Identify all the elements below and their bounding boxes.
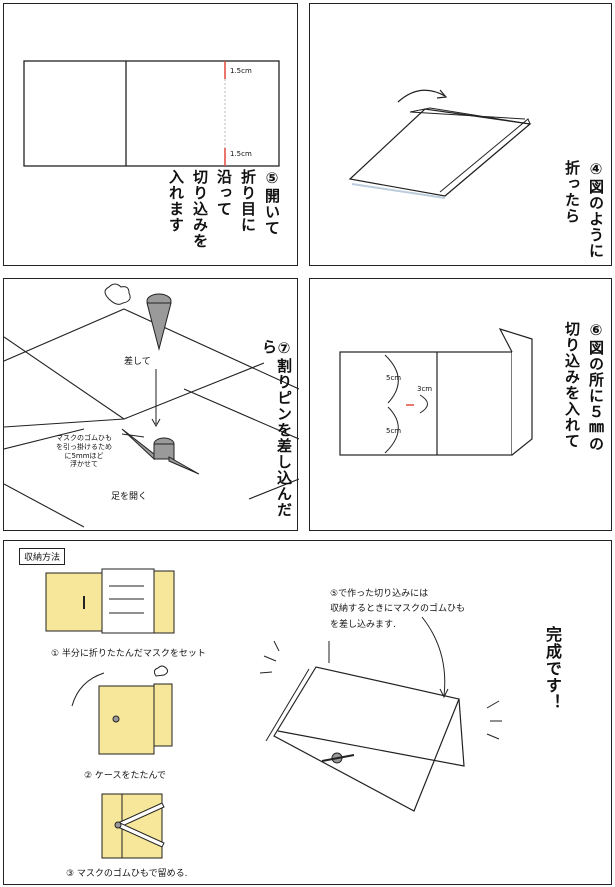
pin-insertion-drawing [4, 283, 299, 528]
storage-method-title: 収納方法 [19, 548, 66, 565]
panel-step-5: 1.5cm 1.5cm ⑤開いて 折り目に 沿って 切り込みを 入れます [3, 3, 298, 266]
storage-steps-drawing [45, 568, 502, 859]
cut-length-label: 1.5cm [230, 150, 252, 158]
step-text-column: ⑥図の所に５㎜の [587, 321, 605, 452]
notch-note: ⑤で作った切り込みには 収納するときにマスクのゴムひも を差し込みます. [330, 589, 466, 630]
step-text-column: ⑦割りピンを差し込んだら [260, 339, 293, 518]
pin-note: マスクのゴムひも を引っ掛けるため に5mmほど 浮かせて [56, 434, 112, 469]
step-text-column: 折ったら [563, 160, 581, 224]
open-legs-label: 足を開く [111, 492, 148, 502]
step-text-column: ⑤開いて [263, 169, 281, 236]
panel-step-6: 5cm 3cm 5cm ⑥図の所に５㎜の 切り込みを入れて [309, 278, 612, 531]
panel-step-7: 差して マスクのゴムひも を引っ掛けるため に5mmほど 浮かせて 足を開く ⑦… [3, 278, 299, 531]
step-text-column: ④図のように [587, 160, 605, 259]
folded-sheet-drawing [348, 89, 532, 199]
cut-position-drawing [339, 327, 533, 456]
distance-label: 5cm [386, 427, 402, 435]
cut-length-label: 1.5cm [230, 67, 252, 75]
step-text-column: 切り込みを入れて [563, 321, 581, 449]
distance-label: 5cm [386, 374, 402, 382]
insert-label: 差して [124, 357, 151, 367]
unfolded-sheet-drawing [23, 60, 280, 167]
panel-finish: 収納方法 ① 半分に折りたたんだマスクをセット ② ケースをたたんで ③ マスク… [3, 540, 612, 885]
step-text-column: 沿って [215, 169, 233, 217]
panel-step-4: ④図のように 折ったら [309, 3, 612, 266]
step-text-column: 入れます [167, 169, 185, 233]
step-text-column: 切り込みを [191, 169, 209, 249]
storage-step-1: ① 半分に折りたたんだマスクをセット [51, 649, 206, 659]
distance-label: 3cm [417, 385, 433, 393]
done-text: 完成です！ [543, 626, 562, 711]
storage-step-2: ② ケースをたたんで [84, 771, 167, 781]
storage-step-3: ③ マスクのゴムひもで留める. [66, 869, 188, 879]
step-text-column: 折り目に [239, 169, 257, 233]
